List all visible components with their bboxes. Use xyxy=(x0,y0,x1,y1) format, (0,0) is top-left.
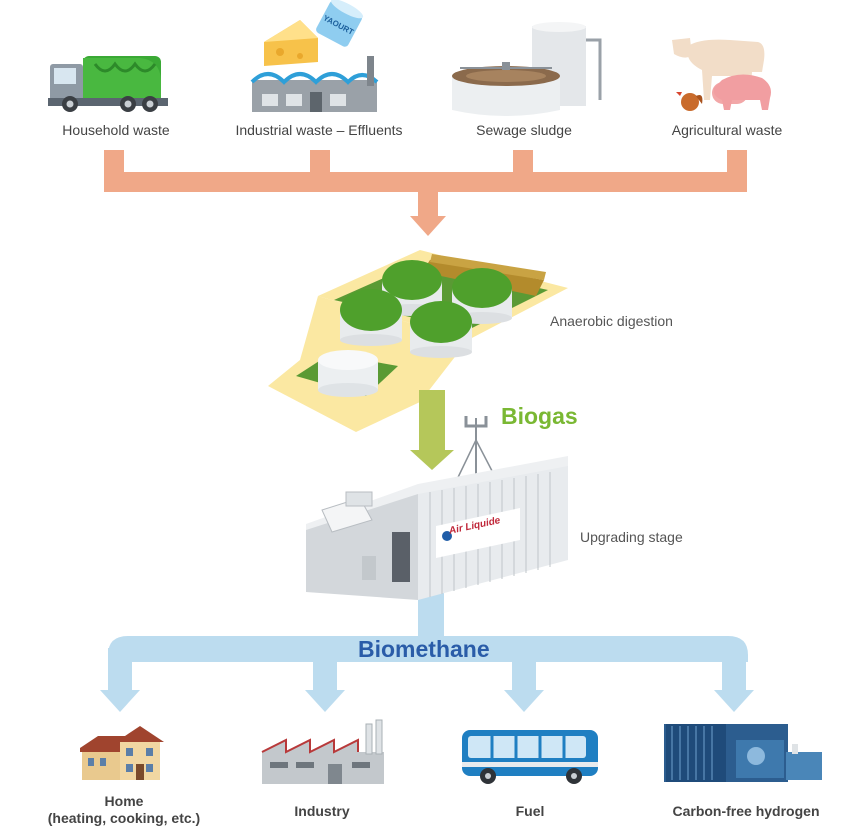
output-fuel: Fuel xyxy=(515,803,545,819)
sewage-tank-icon xyxy=(452,22,602,116)
source-household-waste: Household waste xyxy=(62,122,170,138)
source-industrial-waste: Industrial waste – Effluents xyxy=(235,122,403,138)
factory-icon xyxy=(261,719,384,784)
source-agricultural-waste: Agricultural waste xyxy=(671,122,783,138)
biogas-label: Biogas xyxy=(501,403,578,429)
output-industry: Industry xyxy=(294,803,350,819)
output-home: Home (heating, cooking, etc.) xyxy=(47,793,201,826)
garbage-truck-icon xyxy=(48,56,168,112)
hydrogen-unit-icon xyxy=(664,724,822,782)
output-carbon-free-hydrogen: Carbon-free hydrogen xyxy=(672,803,820,819)
source-collector-flow xyxy=(104,150,747,236)
digestion-site xyxy=(268,250,568,432)
farm-animals-icon xyxy=(672,38,771,111)
bus-icon xyxy=(462,730,598,784)
anaerobic-digestion-label: Anaerobic digestion xyxy=(550,313,673,329)
factory-food-icon: YAOURT xyxy=(250,0,379,112)
upgrading-stage-label: Upgrading stage xyxy=(580,529,683,545)
biomethane-distribution-flow xyxy=(100,582,754,712)
source-sewage-sludge: Sewage sludge xyxy=(476,122,572,138)
house-icon xyxy=(80,726,164,780)
biogas-flow-arrow xyxy=(410,390,454,470)
upgrading-container xyxy=(306,416,568,600)
biomethane-label: Biomethane xyxy=(358,636,490,662)
